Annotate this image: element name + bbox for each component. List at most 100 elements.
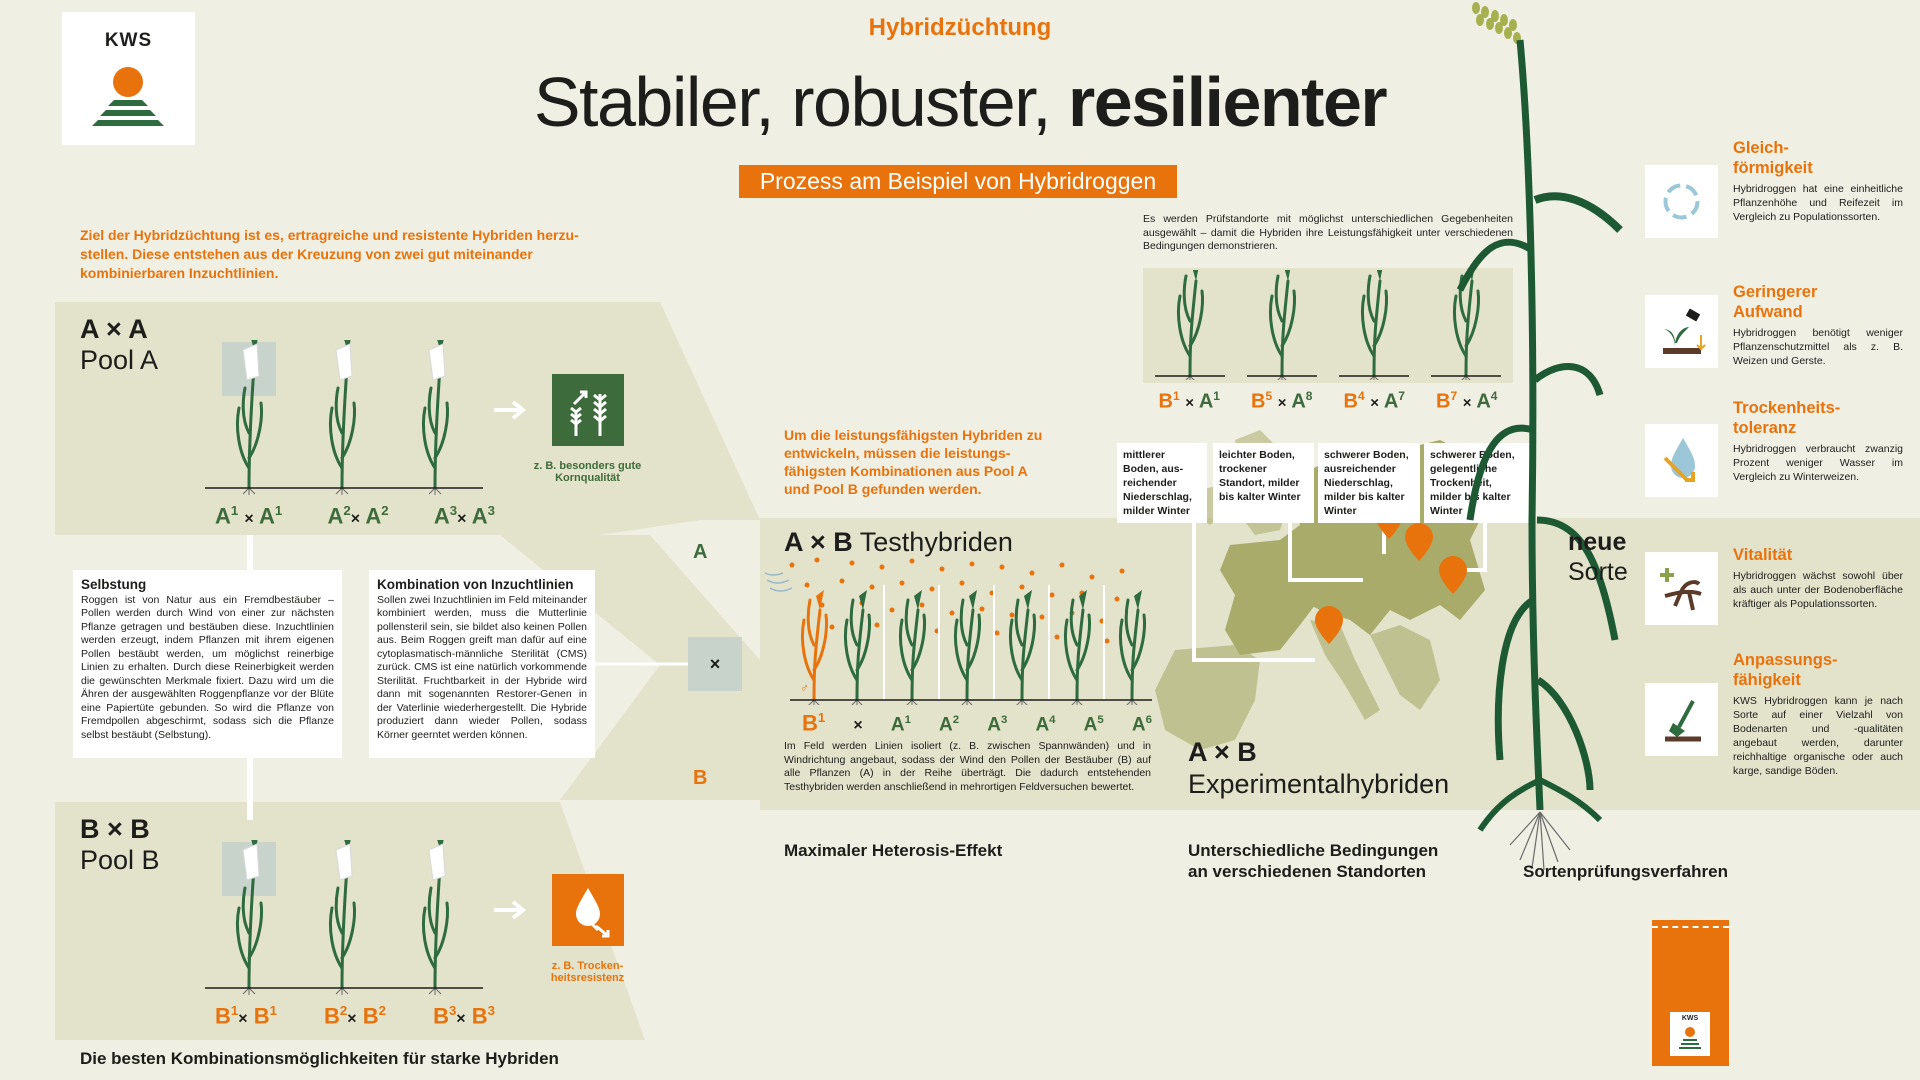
experimental-plant <box>1360 270 1388 380</box>
pollen-dot <box>869 584 875 590</box>
cross-label-b3: B3× B3 <box>433 1003 495 1029</box>
pollen-dot <box>1019 584 1025 590</box>
trait-uniformity: Gleich- förmigkeit Hybridroggen hat eine… <box>1733 139 1903 223</box>
pollen-dot <box>949 610 955 616</box>
pollen-dot <box>1119 568 1125 574</box>
merge-label-a: A <box>693 541 708 563</box>
drought-tolerance-icon <box>1645 424 1718 497</box>
arrow-right-icon <box>494 400 527 420</box>
pollen-dot <box>929 586 935 592</box>
pollen-dot <box>919 602 925 608</box>
vitality-icon <box>1645 552 1718 625</box>
experimental-plant <box>1176 270 1204 380</box>
test-field <box>764 557 1152 705</box>
kws-logo-mark <box>1679 1027 1701 1049</box>
pollen-dot <box>1054 634 1060 640</box>
test-cross-labels: B1 × A1 A2 A3 A4 A5 A6 <box>802 710 1152 736</box>
cross-label-b1: B1× B1 <box>215 1003 277 1029</box>
location-connectors <box>1192 501 1487 662</box>
adaptability-icon <box>1645 683 1718 756</box>
male-symbol: ♂ <box>800 681 809 695</box>
condition-box-3: schwerer Boden, ausreichender Niederschl… <box>1318 443 1420 523</box>
pollen-dot <box>829 624 835 630</box>
test-plant <box>1008 590 1036 705</box>
pool-a-header: A × A Pool A <box>80 314 159 375</box>
pollen-dot <box>889 607 895 613</box>
father-plant <box>800 590 828 705</box>
pollen-dot <box>1049 592 1055 598</box>
grain-quality-icon <box>552 374 624 446</box>
wind-icon <box>764 572 793 592</box>
rye-ear <box>1472 2 1521 44</box>
pool-b-trait-caption: z. B. Trocken­heitsresistenz <box>550 960 625 984</box>
experimental-cross-labels: B1 × A1 B5 × A8 B4 × A7 B7 × A4 <box>1143 389 1513 414</box>
merge-chevron-band <box>500 535 760 800</box>
exp-plants <box>1176 270 1480 380</box>
father-label: B1 <box>802 710 826 736</box>
plant-b2 <box>328 840 356 995</box>
trait-drought-tolerance: Trockenheits- toleranz Hybridroggen verb… <box>1733 399 1903 483</box>
kombination-box: Kombination von Inzuchtlinien Sollen zwe… <box>369 570 595 758</box>
test-plant <box>898 590 926 705</box>
exp-cross-2: B5 × A8 <box>1251 389 1313 413</box>
pollen-dot <box>999 564 1005 570</box>
cross-label-a3: A3× A3 <box>433 503 495 529</box>
pollen-dot <box>839 578 845 584</box>
exp-cross-3: B4 × A7 <box>1343 389 1405 413</box>
pollen-dot <box>969 561 975 567</box>
pollen-dot <box>789 562 795 568</box>
test-title: A × B Testhybriden <box>784 527 1013 557</box>
pollen-dot <box>1114 596 1120 602</box>
test-plant <box>1063 590 1091 705</box>
roots <box>1509 811 1571 870</box>
reduced-effort-icon <box>1645 295 1718 368</box>
mother-label-1: A1 <box>890 714 911 736</box>
test-intro: Um die leistungsfähigsten Hybriden zu en… <box>784 427 1043 497</box>
kicker-title: Hybridzüchtung <box>868 14 1052 41</box>
process-badge: Prozess am Beispiel von Hybridroggen <box>739 165 1177 198</box>
pool-b-header: B × B Pool B <box>80 814 160 875</box>
experimental-plants <box>1155 270 1501 380</box>
paper-bag-icon <box>242 843 260 881</box>
plant-a3 <box>421 340 449 495</box>
mother-label-6: A6 <box>1131 714 1152 736</box>
page-title: Stabiler, robuster, resilienter <box>533 63 1388 141</box>
pollen-dot <box>1029 570 1035 576</box>
test-plants <box>843 585 1146 705</box>
cross-label-a2: A2× A2 <box>327 503 389 529</box>
pollen-dot <box>849 560 855 566</box>
merge-cross-symbol: × <box>688 637 742 691</box>
pollen-dot <box>939 566 945 572</box>
pollen-dot <box>874 622 880 628</box>
pollen-dot <box>879 564 885 570</box>
seed-bag: KWS <box>1652 920 1729 1066</box>
new-variety-caption: Sortenprüfungsverfahren <box>1523 862 1728 881</box>
pool-a-plants <box>205 340 483 495</box>
test-plant <box>1118 590 1146 705</box>
arrow-right-icon <box>494 900 527 920</box>
pollen-dot <box>814 557 820 563</box>
pool-b-cross-labels: B1× B1 B2× B2 B3× B3 <box>215 1003 495 1029</box>
pollen-dot <box>1009 612 1015 618</box>
mother-label-2: A2 <box>939 714 960 736</box>
trait-reduced-effort: Geringerer Aufwand Hybridroggen benötigt… <box>1733 283 1903 367</box>
mother-label-4: A4 <box>1035 714 1056 736</box>
plant-a2 <box>328 340 356 495</box>
pollen-dot <box>979 606 985 612</box>
rye-plant-illustration <box>1456 2 1623 870</box>
pollen-dot <box>959 580 965 586</box>
pollen-dot <box>899 580 905 586</box>
exp-cross-1: B1 × A1 <box>1158 389 1220 413</box>
paper-bag-icon <box>242 343 260 381</box>
pollen-dot <box>994 630 1000 636</box>
merge-label-b: B <box>693 767 708 789</box>
cross-label-b2: B2× B2 <box>324 1003 386 1029</box>
pool-b-plants <box>205 840 483 995</box>
test-caption: Maximaler Heterosis-Effekt <box>784 841 1003 860</box>
pollen-dot <box>1104 638 1110 644</box>
test-description: Im Feld werden Linien isoliert (z. B. zw… <box>784 740 1151 793</box>
pool-b-band <box>55 802 645 1040</box>
experimental-caption: Unterschiedliche Bedingungen an verschie… <box>1188 841 1439 881</box>
